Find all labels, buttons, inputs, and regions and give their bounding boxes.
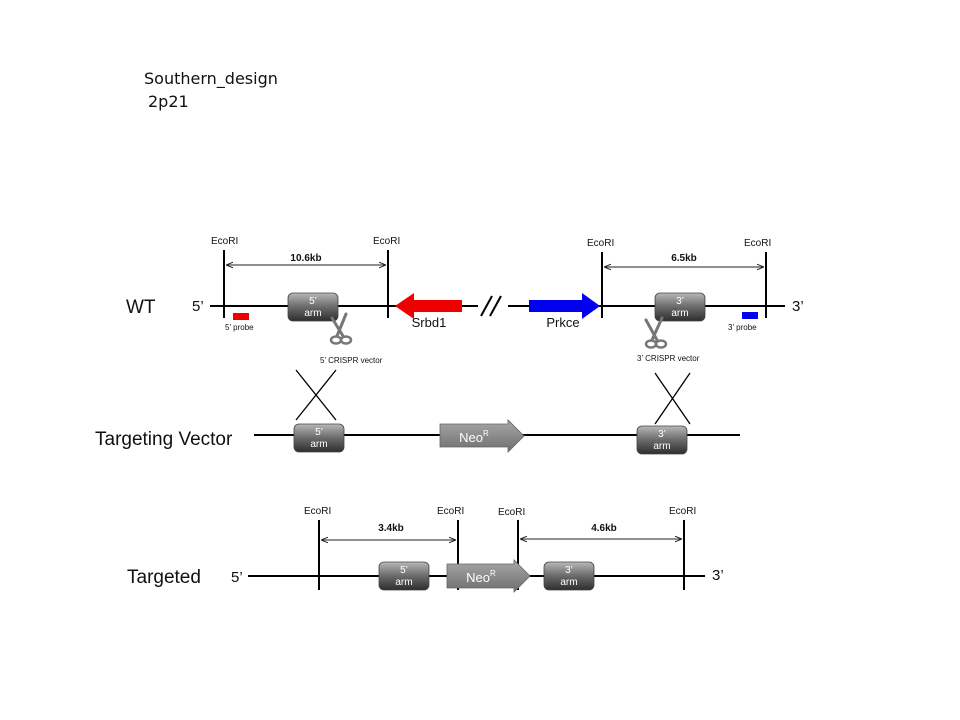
targeted-3prime-arm-word: arm bbox=[560, 577, 577, 588]
vector-neo-label: NeoR bbox=[459, 429, 489, 445]
wt-ecori-label-2: EcoRI bbox=[373, 236, 400, 247]
wt-break-mark-2 bbox=[489, 295, 502, 317]
targeted-fragment-3-size: 4.6kb bbox=[591, 523, 617, 534]
targeted-ecori-label-4: EcoRI bbox=[669, 506, 696, 517]
wt-3prime-arm-label: 3’ bbox=[676, 296, 684, 307]
targeted-3prime-arm bbox=[543, 561, 595, 591]
targeted-neo-cassette bbox=[446, 559, 531, 593]
targeted-ecori-label-3: EcoRI bbox=[498, 507, 525, 518]
3prime-crispr-vector-label: 3’ CRISPR vector bbox=[637, 354, 700, 363]
targeted-5prime-end: 5’ bbox=[231, 569, 243, 586]
targeted-ecori-label-2: EcoRI bbox=[437, 506, 464, 517]
wt-5prime-arm bbox=[287, 292, 339, 322]
3prime-probe-marker bbox=[742, 312, 758, 319]
crossover-5prime-b bbox=[295, 369, 337, 421]
5prime-probe-marker bbox=[233, 313, 249, 320]
targeted-3prime-end: 3’ bbox=[712, 567, 724, 584]
scissors-3prime-icon bbox=[644, 316, 668, 349]
wt-ecori-label-4: EcoRI bbox=[744, 238, 771, 249]
vector-5prime-arm-label: 5’ bbox=[315, 427, 323, 438]
row-label-wt: WT bbox=[126, 297, 156, 318]
wt-3prime-end: 3’ bbox=[792, 298, 804, 315]
5prime-crispr-vector-label: 5’ CRISPR vector bbox=[320, 356, 383, 365]
vector-3prime-arm-label: 3’ bbox=[658, 429, 666, 440]
crossover-3prime-b bbox=[654, 372, 691, 425]
wt-ecori-label-3: EcoRI bbox=[587, 238, 614, 249]
wt-5prime-arm-word: arm bbox=[304, 308, 321, 319]
vector-neo-cassette bbox=[439, 419, 525, 453]
page-subtitle: 2p21 bbox=[148, 92, 189, 111]
page-title: Southern_design bbox=[144, 69, 278, 88]
vector-5prime-arm bbox=[293, 423, 345, 453]
targeted-5prime-arm bbox=[378, 561, 430, 591]
wt-3prime-arm-word: arm bbox=[671, 308, 688, 319]
targeted-fragment-5-size: 3.4kb bbox=[378, 523, 404, 534]
prkce-gene-label: Prkce bbox=[546, 315, 579, 330]
scissors-5prime-icon bbox=[329, 312, 353, 345]
wt-5prime-end: 5’ bbox=[192, 298, 204, 315]
wt-fragment-3-size: 6.5kb bbox=[671, 253, 697, 264]
wt-3prime-arm bbox=[654, 292, 706, 322]
wt-break-mark-1 bbox=[480, 295, 493, 317]
vector-3prime-arm bbox=[636, 425, 688, 455]
row-label-targeting-vector: Targeting Vector bbox=[95, 429, 233, 450]
targeted-5prime-arm-word: arm bbox=[395, 577, 412, 588]
3prime-probe-label: 3’ probe bbox=[728, 323, 757, 332]
srbd1-gene-arrow bbox=[395, 293, 462, 319]
prkce-gene-arrow bbox=[529, 293, 600, 319]
targeted-5prime-arm-label: 5’ bbox=[400, 565, 408, 576]
vector-5prime-arm-word: arm bbox=[310, 439, 327, 450]
vector-3prime-arm-word: arm bbox=[653, 441, 670, 452]
targeted-ecori-label-1: EcoRI bbox=[304, 506, 331, 517]
wt-5prime-arm-label: 5’ bbox=[309, 296, 317, 307]
targeted-neo-label: NeoR bbox=[466, 569, 496, 585]
srbd1-gene-label: Srbd1 bbox=[412, 315, 447, 330]
targeted-3prime-arm-label: 3’ bbox=[565, 565, 573, 576]
wt-ecori-label-1: EcoRI bbox=[211, 236, 238, 247]
wt-fragment-5-size: 10.6kb bbox=[290, 253, 321, 264]
row-label-targeted: Targeted bbox=[127, 567, 201, 588]
5prime-probe-label: 5’ probe bbox=[225, 323, 254, 332]
